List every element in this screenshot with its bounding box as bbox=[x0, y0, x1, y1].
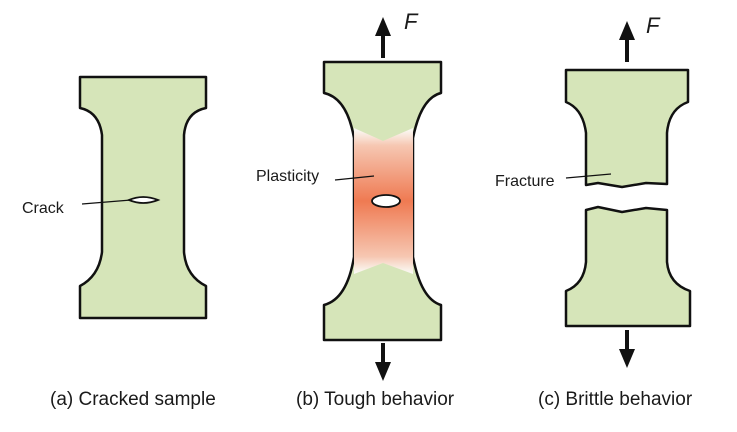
upper-fractured-piece bbox=[564, 68, 690, 189]
caption-cracked-sample: (a) Cracked sample bbox=[50, 389, 216, 410]
panel-cracked-sample: Crack (a) Cracked sample bbox=[22, 75, 216, 410]
panel-tough-behavior: F Plasticity (b) Tough behavior bbox=[256, 9, 455, 410]
plasticity-label: Plasticity bbox=[256, 168, 319, 185]
crack-label: Crack bbox=[22, 200, 65, 217]
force-label-c: F bbox=[646, 13, 661, 38]
blunted-crack-void bbox=[371, 194, 401, 208]
tension-arrow-down-c bbox=[619, 330, 635, 368]
tension-arrow-up bbox=[375, 17, 391, 58]
panel-brittle-behavior: F Fracture (c) Brittle behavior bbox=[495, 13, 693, 410]
caption-tough-behavior: (b) Tough behavior bbox=[296, 389, 455, 410]
plasticity-leader-line bbox=[334, 175, 375, 181]
lower-fractured-piece bbox=[564, 205, 692, 328]
fracture-label: Fracture bbox=[495, 173, 555, 190]
caption-brittle-behavior: (c) Brittle behavior bbox=[538, 389, 693, 410]
crack-leader-line bbox=[81, 199, 132, 205]
tension-arrow-down bbox=[375, 343, 391, 381]
crack-shape bbox=[126, 196, 161, 204]
fracture-leader-line bbox=[565, 173, 612, 179]
force-label-b: F bbox=[404, 9, 419, 34]
tension-arrow-up-c bbox=[619, 21, 635, 62]
